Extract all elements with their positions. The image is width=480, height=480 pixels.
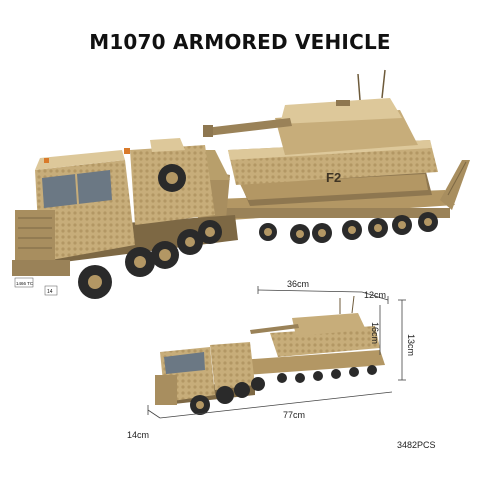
dimension-tank-length: 12cm [364,290,387,300]
product-title: M1070 ARMORED VEHICLE [89,30,391,54]
truck-wheels [78,220,222,299]
turret-marking: F2 [326,170,341,185]
dimension-length: 77cm [283,410,306,420]
license-plate-right: 14 [47,289,53,295]
dimension-truck-top: 36cm [287,279,310,289]
dimension-width: 14cm [127,430,150,440]
tank: F2 [203,69,438,206]
piece-count: 3482PCS [397,440,436,450]
license-plate-left: 1466 TC [16,281,34,286]
truck: 1466 TC 14 [12,138,238,296]
dimension-tank-height: 16cm [370,322,380,345]
trailer-wheels [259,212,438,244]
dimension-total-height: 13cm [406,334,416,357]
dimension-diagram [147,286,406,419]
